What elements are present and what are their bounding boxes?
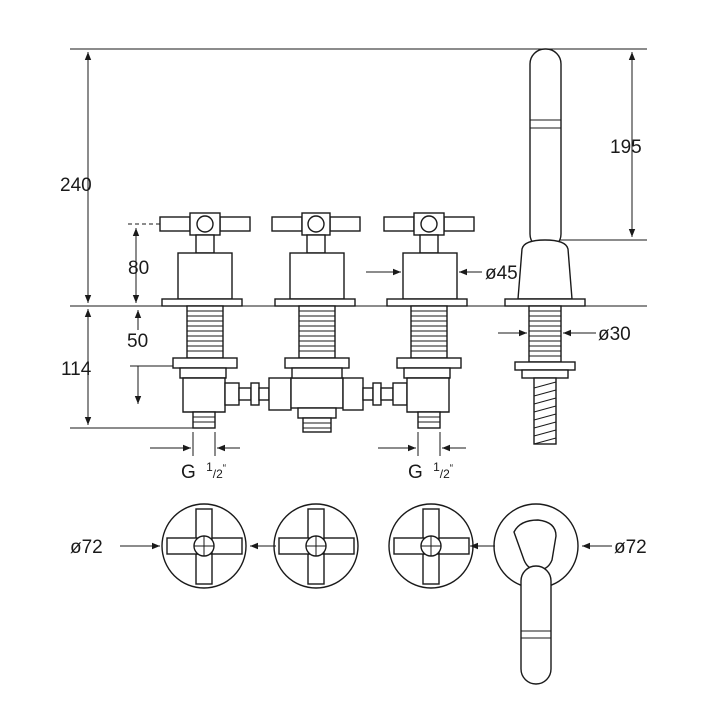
dimension-195-label: 195 bbox=[610, 137, 642, 158]
hand-shower-plan bbox=[493, 503, 579, 685]
connector-right bbox=[342, 377, 408, 411]
dimension-72-right-label: ø72 bbox=[614, 537, 647, 558]
connection-right-label: G 1/2“ bbox=[408, 460, 453, 483]
rosette-left-plan bbox=[161, 503, 247, 589]
dimension-50-arrow bbox=[130, 310, 180, 404]
center-manifold bbox=[290, 377, 344, 433]
connection-left-label: G 1/2“ bbox=[181, 460, 226, 483]
dimension-72-left-label: ø72 bbox=[70, 537, 103, 558]
connector-left bbox=[224, 377, 292, 411]
dimension-240-label: 240 bbox=[60, 175, 92, 196]
connection-left-arrows bbox=[150, 432, 240, 456]
dimension-45-label: ø45 bbox=[485, 263, 518, 284]
valve-right-elevation bbox=[383, 212, 475, 429]
dimension-50-label: 50 bbox=[127, 331, 148, 352]
dimension-30-label: ø30 bbox=[598, 324, 631, 345]
connection-right-arrows bbox=[378, 432, 466, 456]
dimension-114-label: 114 bbox=[61, 359, 92, 380]
valve-center-elevation bbox=[271, 212, 361, 379]
hand-shower-elevation bbox=[504, 48, 586, 445]
dimension-80-label: 80 bbox=[128, 258, 149, 279]
rosette-center-plan bbox=[273, 503, 359, 589]
rosette-right-plan bbox=[388, 503, 474, 589]
valve-left-elevation bbox=[128, 212, 251, 429]
